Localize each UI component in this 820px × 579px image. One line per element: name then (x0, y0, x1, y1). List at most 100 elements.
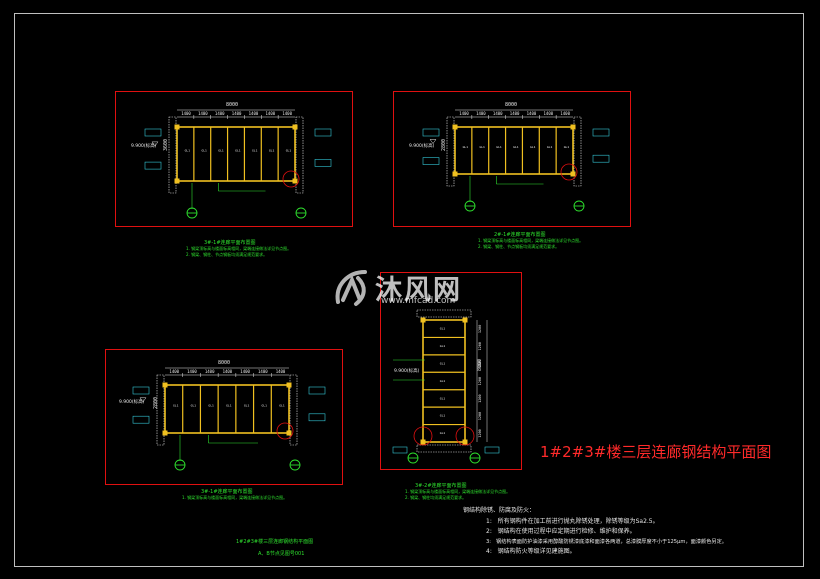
p2-detail-callout (560, 163, 578, 181)
p2-caption: 2#-1#连廊平面布置图 (494, 232, 546, 238)
p1-tag-left (144, 128, 162, 137)
p2-beam-frame (454, 126, 574, 175)
p3-tag-right-2 (308, 413, 326, 422)
note-4-num: 4: (486, 548, 492, 555)
p4-note-1: 1. 钢梁顶标高与楼面标高相同，梁端连接做法详见节点图。 (405, 489, 511, 494)
note-1-num: 1: (486, 518, 492, 525)
p4-side-dim-1: 1200 (478, 342, 482, 350)
p2-beam-label-2: GL1 (496, 145, 502, 149)
p2-spacing-5: 1400 (544, 111, 554, 116)
notes-item-3: 3: 钢结构表面防护油漆采用醇酸防锈漆底漆和面漆各两道，总漆膜厚度不小于125μ… (486, 537, 727, 548)
p1-column-3 (292, 178, 298, 184)
p4-beam-label-2: GL1 (440, 361, 446, 365)
p1-note-2: 2. 钢梁、钢柱、节点钢板均须满足规范要求。 (186, 252, 268, 257)
p4-level-tag: 9.900(标高) (394, 369, 420, 374)
p4-column-1 (462, 317, 468, 323)
watermark-url: www.mfcad.com (381, 296, 456, 306)
p3-footer-nodes: A、B节点见图号001 (258, 551, 305, 557)
p2-tag-right-1 (592, 128, 610, 137)
p3-caption: 3#-1#连廊平面布置图 (201, 489, 253, 495)
p1-right-wall (295, 116, 304, 194)
p4-side-dim-2: 1200 (478, 359, 482, 367)
p3-spacing-3: 1400 (223, 369, 233, 374)
p2-note-1: 1. 钢梁顶标高与楼面标高相同，梁端连接做法详见节点图。 (478, 238, 584, 243)
p2-column-0 (452, 124, 458, 130)
p1-beam-frame (176, 126, 296, 182)
p2-beam-label-3: GL1 (513, 145, 519, 149)
p4-beam-label-6: GL1 (440, 431, 446, 435)
p3-tag-left-2 (132, 415, 150, 424)
p1-beam-label-5: GL1 (269, 148, 275, 152)
p3-footer-title: 1#2#3#楼三层连廊钢结构平面图 (236, 539, 314, 545)
p4-side-dim-5: 1200 (478, 412, 482, 420)
p3-beam-label-5: GL1 (262, 404, 268, 408)
p3-beam-label-3: GL1 (226, 404, 232, 408)
p1-note-1: 1. 钢梁顶标高与楼面标高相同，梁端连接做法详见节点图。 (186, 246, 292, 251)
notes-item-4: 4: 钢结构防火等级详见建施图。 (486, 547, 576, 558)
p3-spacing-1: 1400 (187, 369, 197, 374)
p3-tag-left (132, 386, 150, 395)
p3-tag-right-1 (308, 386, 326, 395)
p4-beam-label-3: GL1 (440, 379, 446, 383)
p3-detail-callout (276, 422, 294, 440)
p1-spacing-5: 1400 (266, 111, 276, 116)
p3-column-0 (162, 382, 168, 388)
p1-beam-label-1: GL1 (201, 148, 207, 152)
p2-level-mark (429, 139, 437, 144)
p2-level-tag: 9.900(标高) (409, 144, 435, 149)
p1-spacing-6: 1400 (282, 111, 292, 116)
p3-beam-label-1: GL1 (191, 404, 197, 408)
p3-beam-label-4: GL1 (244, 404, 250, 408)
panel-4-border (380, 272, 522, 470)
p2-left-wall (446, 116, 455, 187)
p1-level-mark (151, 141, 159, 147)
p2-spacing-1: 1400 (476, 111, 486, 116)
p3-column-1 (286, 382, 292, 388)
p2-spacing-2: 1400 (493, 111, 503, 116)
p1-spacing-2: 1400 (215, 111, 225, 116)
note-2-num: 2: (486, 528, 492, 535)
p1-spacing-3: 1400 (232, 111, 242, 116)
p4-side-dim-4: 1200 (478, 394, 482, 402)
notes-heading: 钢结构除锈、防腐及防火： (463, 507, 536, 514)
p2-spacing-0: 1400 (459, 111, 469, 116)
p3-level-mark (139, 397, 147, 403)
p4-detail-callout-2 (455, 426, 475, 446)
watermark-brand: 沐风网 (375, 275, 462, 306)
p2-tag-right-2 (592, 154, 610, 163)
p1-tag-right-1 (314, 128, 332, 137)
p3-column-2 (162, 430, 168, 436)
p3-spacing-6: 1400 (276, 369, 286, 374)
p2-spacing-6: 1400 (560, 111, 570, 116)
note-2-text: 钢结构在使用过程中应定期进行检修、维护和保养。 (497, 528, 636, 535)
p3-left-wall (156, 374, 165, 446)
p4-bottom-wall (416, 444, 472, 453)
p4-top-wall (416, 309, 472, 318)
p1-overall-dim: 8000 (226, 102, 239, 108)
note-3-num: 3: (486, 539, 492, 545)
p1-side-dim: 3600 (163, 138, 170, 152)
notes-item-1: 1: 所有钢构件在加工前进行抛丸除锈处理，除锈等级为Sa2.5。 (486, 517, 659, 528)
p2-side-dim: 2800 (441, 138, 448, 152)
p1-spacing-4: 1400 (249, 111, 259, 116)
p1-spacing-0: 1400 (181, 111, 191, 116)
panel-2-border (393, 91, 631, 227)
p3-overall-dim: 8000 (218, 360, 231, 366)
p4-tag-right (484, 446, 500, 454)
p3-spacing-2: 1400 (205, 369, 215, 374)
p3-beam-frame (164, 384, 290, 434)
p3-level-tag: 9.900(标高) (119, 400, 145, 405)
p4-detail-callout-1 (413, 426, 433, 446)
p4-column-0 (420, 317, 426, 323)
p2-spacing-4: 1400 (527, 111, 537, 116)
p1-level-tag: 9.900(标高) (131, 144, 157, 149)
p3-spacing-0: 1400 (169, 369, 179, 374)
p4-beam-label-4: GL1 (440, 396, 446, 400)
p4-beam-label-5: GL1 (440, 414, 446, 418)
p1-column-0 (174, 124, 180, 130)
note-3-text: 钢结构表面防护油漆采用醇酸防锈漆底漆和面漆各两道，总漆膜厚度不小于125μm，面… (496, 539, 727, 545)
p2-spacing-3: 1400 (510, 111, 520, 116)
p2-beam-label-0: GL1 (463, 145, 469, 149)
